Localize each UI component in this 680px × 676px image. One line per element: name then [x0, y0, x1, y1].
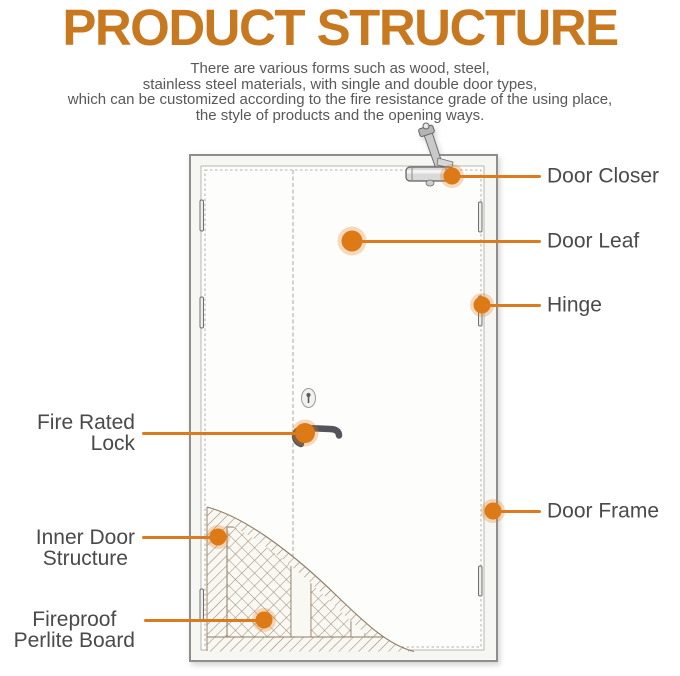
callout-label-fireproof-perlite-board: Fireproof Perlite Board [13, 608, 135, 652]
hinge-icon [478, 201, 483, 233]
page-title: PRODUCT STRUCTURE [62, 0, 619, 56]
callout-label-door-frame: Door Frame [547, 499, 660, 523]
callout-label-hinge: Hinge [547, 293, 602, 317]
hinge-icon [478, 565, 483, 597]
door-handle-icon [291, 424, 343, 448]
header: PRODUCT STRUCTURE There are various form… [0, 0, 680, 123]
callout-line [352, 239, 541, 243]
description-line: which can be customized according to the… [67, 91, 613, 109]
door-closer-device [405, 122, 454, 187]
callout-dot [295, 423, 315, 443]
hinge-icon [199, 296, 204, 329]
callout-dot [209, 528, 227, 546]
callout-label-door-closer: Door Closer [547, 164, 660, 188]
hinge-icon [199, 199, 204, 232]
description-line: stainless steel materials, with single a… [142, 75, 538, 93]
callout-line [144, 618, 264, 622]
hinges-left [199, 199, 204, 621]
callout-line [142, 535, 218, 539]
hinge-icon [199, 588, 204, 621]
description-line: the style of products and the opening wa… [195, 106, 485, 124]
callout-label-door-leaf: Door Leaf [547, 229, 640, 253]
callout-line [493, 509, 541, 513]
callout-label-inner-door-structure: Inner Door Structure [35, 526, 135, 570]
description: There are various forms such as wood, st… [0, 61, 680, 123]
fire-rated-lock-device [291, 388, 343, 448]
callout-line [142, 431, 305, 435]
callout-dot [255, 611, 273, 629]
cutaway-curve-edge [206, 506, 415, 653]
description-line: There are various forms such as wood, st… [190, 60, 490, 77]
callout-line [482, 303, 541, 307]
callout-label-fire-rated-lock: Fire Rated Lock [36, 411, 135, 455]
callout-line [452, 174, 541, 178]
